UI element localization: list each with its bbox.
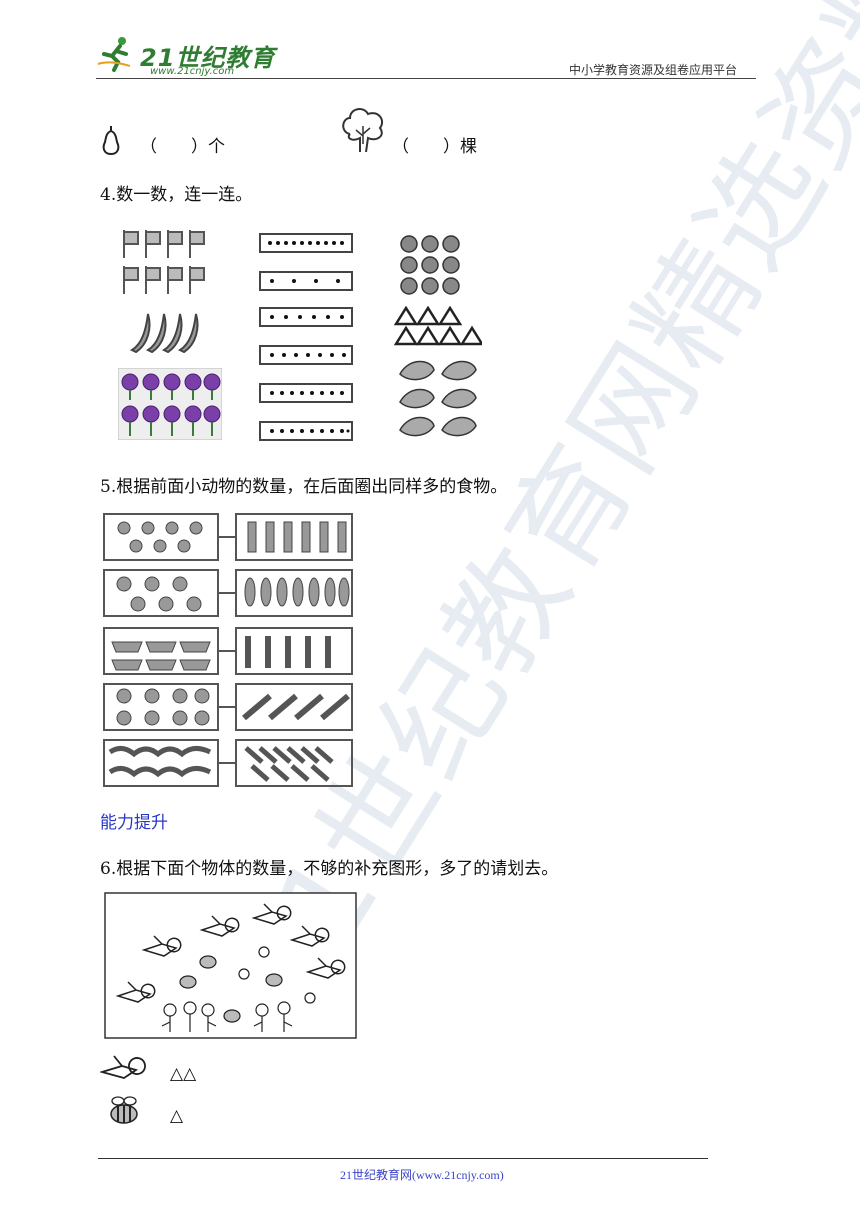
footer-rule xyxy=(98,1158,708,1159)
header-rule xyxy=(96,78,756,79)
bee-icon xyxy=(104,1094,144,1130)
triangles-picture xyxy=(393,305,485,350)
tree-icon xyxy=(338,106,388,158)
bird-icon xyxy=(98,1048,148,1084)
pear-icon xyxy=(100,124,122,160)
question-4: 4.数一数，连一连。 xyxy=(100,185,253,205)
pear-count-blank: （ ）个 xyxy=(140,137,225,157)
leaves-picture xyxy=(396,356,482,444)
animal-food-matching xyxy=(102,512,356,796)
bird-triangles: △△ xyxy=(170,1064,197,1084)
question-5: 5.根据前面小动物的数量，在后面圈出同样多的食物。 xyxy=(100,477,508,497)
question-6: 6.根据下面个物体的数量，不够的补充图形，多了的请划去。 xyxy=(100,859,559,879)
logo-text: 21世纪教育 xyxy=(140,44,276,72)
tree-count-blank: （ ）棵 xyxy=(392,137,477,157)
flags-picture xyxy=(118,226,214,302)
flowers-grid-picture xyxy=(398,234,464,302)
purple-flowers-picture xyxy=(117,367,223,444)
dot-card-list xyxy=(258,232,354,446)
birds-bees-flowers-scene xyxy=(104,892,358,1044)
runner-logo-icon xyxy=(96,34,136,74)
section-title: 能力提升 xyxy=(100,813,168,833)
footer-text: 21世纪教育网(www.21cnjy.com) xyxy=(340,1168,504,1182)
header-slogan: 中小学教育资源及组卷应用平台 xyxy=(569,63,738,77)
bee-triangles: △ xyxy=(170,1106,184,1126)
logo-url: www.21cnjy.com xyxy=(150,66,235,77)
bananas-picture xyxy=(128,310,204,358)
